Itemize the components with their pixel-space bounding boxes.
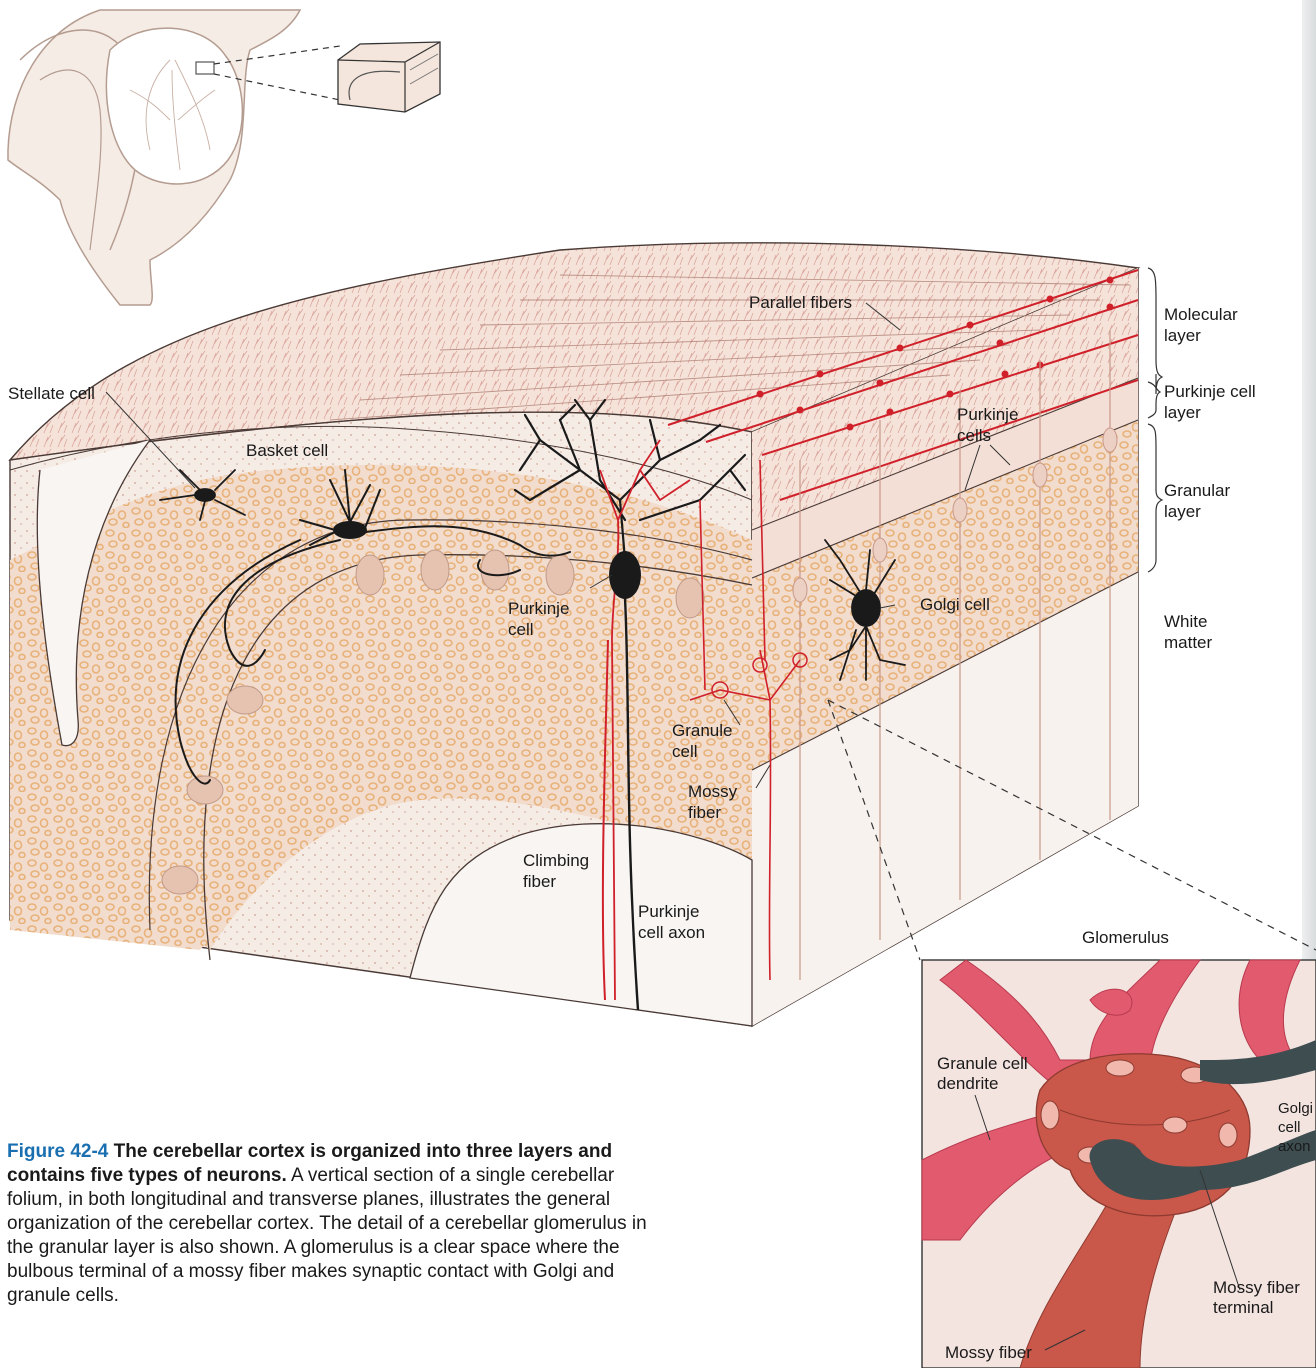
label-granule-cell-2: cell <box>672 742 698 761</box>
label-purkinje-axon-1: Purkinje <box>638 902 699 921</box>
label-molecular-layer-1: Molecular <box>1164 305 1238 324</box>
label-granular-layer-1: Granular <box>1164 481 1230 500</box>
label-purkinje-cell-2: cell <box>508 620 534 639</box>
label-stellate-cell: Stellate cell <box>8 384 95 403</box>
label-golgi-cell: Golgi cell <box>920 595 990 614</box>
label-basket-cell: Basket cell <box>246 441 328 460</box>
label-granule-dendrite-1: Granule cell <box>937 1054 1028 1073</box>
figure-caption: Figure 42-4 The cerebellar cortex is org… <box>7 1140 657 1308</box>
label-purkinje-layer-1: Purkinje cell <box>1164 382 1256 401</box>
caption-body: A vertical section of a single cerebella… <box>7 1165 647 1306</box>
label-golgi-axon-3: axon <box>1278 1138 1311 1155</box>
brain-overview-sketch <box>8 10 440 305</box>
label-mossy-fiber-2: fiber <box>688 803 721 822</box>
label-mossy-terminal-2: terminal <box>1213 1298 1273 1317</box>
label-parallel-fibers: Parallel fibers <box>749 293 852 312</box>
label-mossy-fiber-inset: Mossy fiber <box>945 1343 1032 1362</box>
label-white-matter-1: White <box>1164 612 1207 631</box>
label-mossy-fiber-1: Mossy <box>688 782 738 801</box>
label-granular-layer-2: layer <box>1164 502 1201 521</box>
label-climbing-fiber-2: fiber <box>523 872 556 891</box>
caption-figure-number: Figure 42-4 <box>7 1141 108 1162</box>
inset-title: Glomerulus <box>1082 928 1169 947</box>
label-golgi-axon-2: cell <box>1278 1119 1301 1136</box>
label-purkinje-cells-1: Purkinje <box>957 405 1018 424</box>
label-granule-cell-1: Granule <box>672 721 732 740</box>
label-golgi-axon-1: Golgi <box>1278 1100 1313 1117</box>
label-purkinje-cells-2: cells <box>957 426 991 445</box>
label-purkinje-layer-2: layer <box>1164 403 1201 422</box>
label-climbing-fiber-1: Climbing <box>523 851 589 870</box>
label-purkinje-cell-1: Purkinje <box>508 599 569 618</box>
label-purkinje-axon-2: cell axon <box>638 923 705 942</box>
label-white-matter-2: matter <box>1164 633 1213 652</box>
label-mossy-terminal-1: Mossy fiber <box>1213 1278 1300 1297</box>
label-granule-dendrite-2: dendrite <box>937 1074 998 1093</box>
label-molecular-layer-2: layer <box>1164 326 1201 345</box>
